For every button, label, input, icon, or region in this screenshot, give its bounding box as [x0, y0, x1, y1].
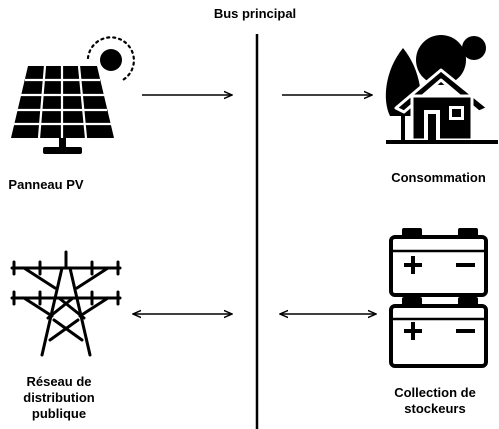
grid-label-line1: Réseau de — [26, 374, 92, 389]
grid-label-line2: distribution — [23, 390, 95, 405]
battery-icon — [389, 228, 488, 368]
pv-label: Panneau PV — [8, 177, 84, 192]
consumption-label: Consommation — [391, 170, 486, 185]
grid-label: Réseau de distribution publique — [4, 374, 114, 422]
solar-panel-icon — [11, 36, 135, 154]
storage-label-line1: Collection de — [394, 385, 476, 400]
power-pylon-icon — [10, 250, 122, 357]
grid-label-line3: publique — [31, 406, 87, 421]
storage-label: Collection de stockeurs — [376, 385, 494, 417]
bus-title: Bus principal — [213, 6, 297, 21]
storage-label-line2: stockeurs — [404, 401, 466, 416]
house-icon — [385, 35, 498, 144]
